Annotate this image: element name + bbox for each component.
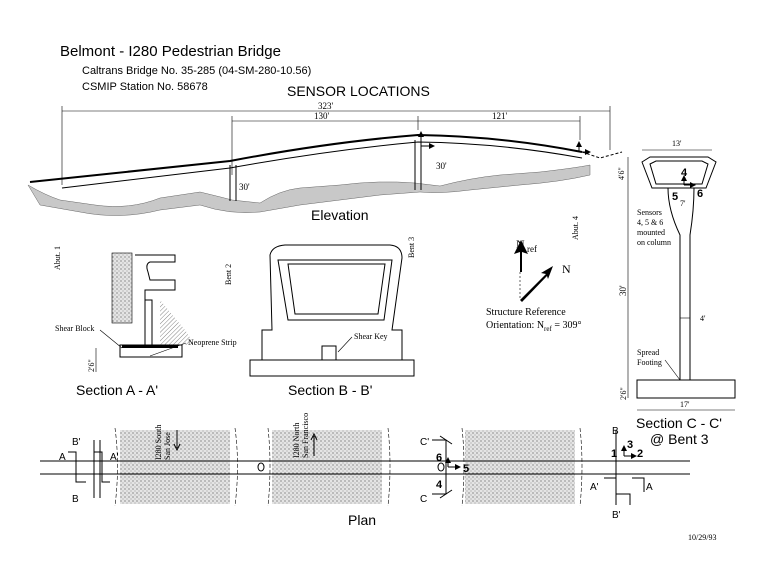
neoprene-label: Neoprene Strip xyxy=(188,338,237,347)
north-letter: N xyxy=(562,262,571,276)
section-c-footing-depth: 2'6" xyxy=(619,387,628,400)
north-arrow xyxy=(520,266,553,302)
spread-footing-2: Footing xyxy=(637,358,662,367)
abut1-label: Abut. 1 xyxy=(53,246,62,270)
plan-label: Plan xyxy=(348,512,376,528)
section-c-sensor-6: 6 xyxy=(697,188,703,200)
plan-a-left: A xyxy=(59,452,66,463)
elevation-label: Elevation xyxy=(311,207,369,223)
section-c-sensor-4: 4 xyxy=(681,167,688,179)
section-c-col-mid: 4' xyxy=(700,314,706,323)
plan-c-prime: C' xyxy=(420,437,429,448)
sensor-locations-title: SENSOR LOCATIONS xyxy=(287,83,430,99)
nref-letter: N xyxy=(516,237,525,251)
deck-soffit xyxy=(61,141,583,189)
deck-end xyxy=(581,151,623,159)
dim-right-span: 121' xyxy=(492,111,508,121)
nref-subscript: ref xyxy=(527,244,537,254)
dim-total: 323' xyxy=(318,101,334,111)
plan-sensor-6: 6 xyxy=(436,452,442,464)
spread-footing-1: Spread xyxy=(637,348,659,357)
section-a-dim: 2'6" xyxy=(87,359,96,372)
plan-a-prime-right: A' xyxy=(590,482,599,493)
section-c-col-top: 7' xyxy=(680,199,686,208)
section-c-view: 13' 4'6" 7' 4' 30' 17' 2'6" 4 5 6 Sensor… xyxy=(617,139,736,447)
i280-south: I280 South xyxy=(154,425,163,460)
section-b-view: Shear Key Section B - B' xyxy=(249,244,415,398)
reference-line2: Orientation: Nref = 309° xyxy=(486,320,581,333)
section-a-label: Section A - A' xyxy=(76,382,158,398)
plan-b-left: B xyxy=(72,494,79,505)
plan-view: I280 South San Jose I280 North San Franc… xyxy=(40,413,690,528)
section-c-sensor-5: 5 xyxy=(672,191,678,203)
san-jose: San Jose xyxy=(163,432,172,460)
bent3-label: Bent 3 xyxy=(407,237,416,258)
plan-sensor-2: 2 xyxy=(637,448,643,460)
bridge-deck xyxy=(29,133,583,183)
plan-sensor-5: 5 xyxy=(463,463,469,475)
bent3-height: 30' xyxy=(436,161,447,171)
sensor-note-3: mounted xyxy=(637,228,665,237)
section-c-label-1: Section C - C' xyxy=(636,415,722,431)
plan-b-prime-left: B' xyxy=(72,437,81,448)
plan-a-prime-left: A' xyxy=(110,452,119,463)
bridge-number: Caltrans Bridge No. 35-285 (04-SM-280-10… xyxy=(82,65,311,77)
plan-a-right: A xyxy=(646,482,653,493)
reference-line2-suffix: = 309° xyxy=(552,320,582,331)
plan-sensor-1: 1 xyxy=(611,448,617,460)
plan-b-prime-right: B' xyxy=(612,510,621,521)
plan-c: C xyxy=(420,494,427,505)
structure-reference: N ref N Structure Reference Orientation:… xyxy=(486,237,581,333)
drawing-date: 10/29/93 xyxy=(688,533,716,542)
reference-line1: Structure Reference xyxy=(486,307,566,318)
plan-b-right-top: B xyxy=(612,426,619,437)
section-c-label-2: @ Bent 3 xyxy=(650,431,709,447)
sensor-note-1: Sensors xyxy=(637,208,662,217)
section-c-deck-depth: 4'6" xyxy=(617,167,626,180)
reference-line2-prefix: Orientation: N xyxy=(486,320,544,331)
sensor-note-2: 4, 5 & 6 xyxy=(637,218,663,227)
bent2-label: Bent 2 xyxy=(224,264,233,285)
dim-left-span: 130' xyxy=(314,111,330,121)
shear-key-label: Shear Key xyxy=(354,332,388,341)
bent2-height: 30' xyxy=(239,182,250,192)
reference-line2-sub: ref xyxy=(544,325,552,333)
station-number: CSMIP Station No. 58678 xyxy=(82,81,208,93)
sensor-note-4: on column xyxy=(637,238,671,247)
elevation-view: 323' 130' 121' 30' 30' Elevation Abut. 1… xyxy=(27,101,623,285)
abut4-label: Abut. 4 xyxy=(571,216,580,240)
section-c-height: 30' xyxy=(618,285,628,296)
plan-sensor-3: 3 xyxy=(627,439,633,451)
section-c-footing-width: 17' xyxy=(680,400,690,409)
section-a-view: 2'6" Shear Block Neoprene Strip Section … xyxy=(55,252,237,398)
nref-arrow xyxy=(514,240,528,272)
i280-north: I280 North xyxy=(292,423,301,458)
ground-profile xyxy=(27,164,591,216)
section-c-top-width: 13' xyxy=(672,139,682,148)
shear-block-label: Shear Block xyxy=(55,324,94,333)
san-francisco: San Francisco xyxy=(301,413,310,458)
section-b-label: Section B - B' xyxy=(288,382,372,398)
sheet-title: Belmont - I280 Pedestrian Bridge xyxy=(60,43,281,60)
plan-sensor-4: 4 xyxy=(436,479,443,491)
